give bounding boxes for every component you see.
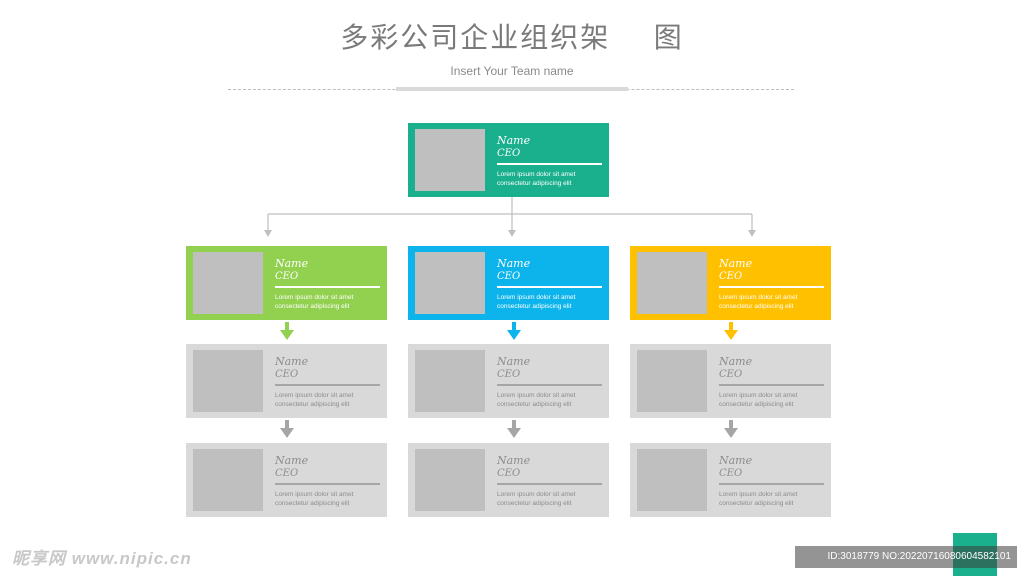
card-rule bbox=[497, 286, 602, 288]
member-role: CEO bbox=[275, 468, 299, 479]
arrow-down-icon bbox=[508, 230, 516, 237]
member-role: CEO bbox=[719, 271, 743, 282]
photo-placeholder bbox=[637, 350, 707, 412]
member-role: CEO bbox=[497, 468, 521, 479]
member-name: Name bbox=[719, 355, 753, 368]
member-name: Name bbox=[497, 257, 531, 270]
member-role: CEO bbox=[719, 468, 743, 479]
grey-arrow-icon bbox=[724, 420, 738, 438]
card-rule bbox=[719, 286, 824, 288]
photo-placeholder bbox=[193, 449, 263, 511]
member-name: Name bbox=[719, 257, 753, 270]
photo-placeholder bbox=[415, 252, 485, 314]
arrow-down-icon bbox=[264, 230, 272, 237]
card-rule bbox=[497, 384, 602, 386]
photo-placeholder bbox=[415, 449, 485, 511]
member-name: Name bbox=[719, 454, 753, 467]
watermark-site: 昵享网 www.nipic.cn bbox=[12, 549, 192, 568]
member-name: Name bbox=[497, 454, 531, 467]
divider-accent bbox=[396, 87, 628, 91]
yellow-arrow-icon bbox=[724, 322, 738, 340]
member-name: Name bbox=[497, 355, 531, 368]
member-name: Name bbox=[275, 257, 309, 270]
member-role: CEO bbox=[275, 271, 299, 282]
card-rule bbox=[275, 384, 380, 386]
card-rule bbox=[497, 163, 602, 165]
grey-arrow-icon bbox=[507, 420, 521, 438]
page-title: 多彩公司企业组织架 图 bbox=[340, 21, 684, 54]
photo-placeholder bbox=[193, 252, 263, 314]
card-rule bbox=[275, 286, 380, 288]
member-role: CEO bbox=[497, 369, 521, 380]
card-rule bbox=[719, 483, 824, 485]
member-role: CEO bbox=[497, 148, 521, 159]
member-name: Name bbox=[497, 134, 531, 147]
green-arrow-icon bbox=[280, 322, 294, 340]
photo-placeholder bbox=[637, 449, 707, 511]
member-name: Name bbox=[275, 454, 309, 467]
photo-placeholder bbox=[415, 129, 485, 191]
blue-arrow-icon bbox=[507, 322, 521, 340]
photo-placeholder bbox=[415, 350, 485, 412]
photo-placeholder bbox=[637, 252, 707, 314]
page-subtitle: Insert Your Team name bbox=[450, 64, 574, 78]
card-rule bbox=[497, 483, 602, 485]
member-role: CEO bbox=[497, 271, 521, 282]
arrow-down-icon bbox=[748, 230, 756, 237]
watermark-id: ID:3018779 NO:20220716080604582101 bbox=[795, 546, 1017, 568]
member-role: CEO bbox=[275, 369, 299, 380]
member-name: Name bbox=[275, 355, 309, 368]
member-role: CEO bbox=[719, 369, 743, 380]
card-rule bbox=[719, 384, 824, 386]
photo-placeholder bbox=[193, 350, 263, 412]
card-rule bbox=[275, 483, 380, 485]
grey-arrow-icon bbox=[280, 420, 294, 438]
